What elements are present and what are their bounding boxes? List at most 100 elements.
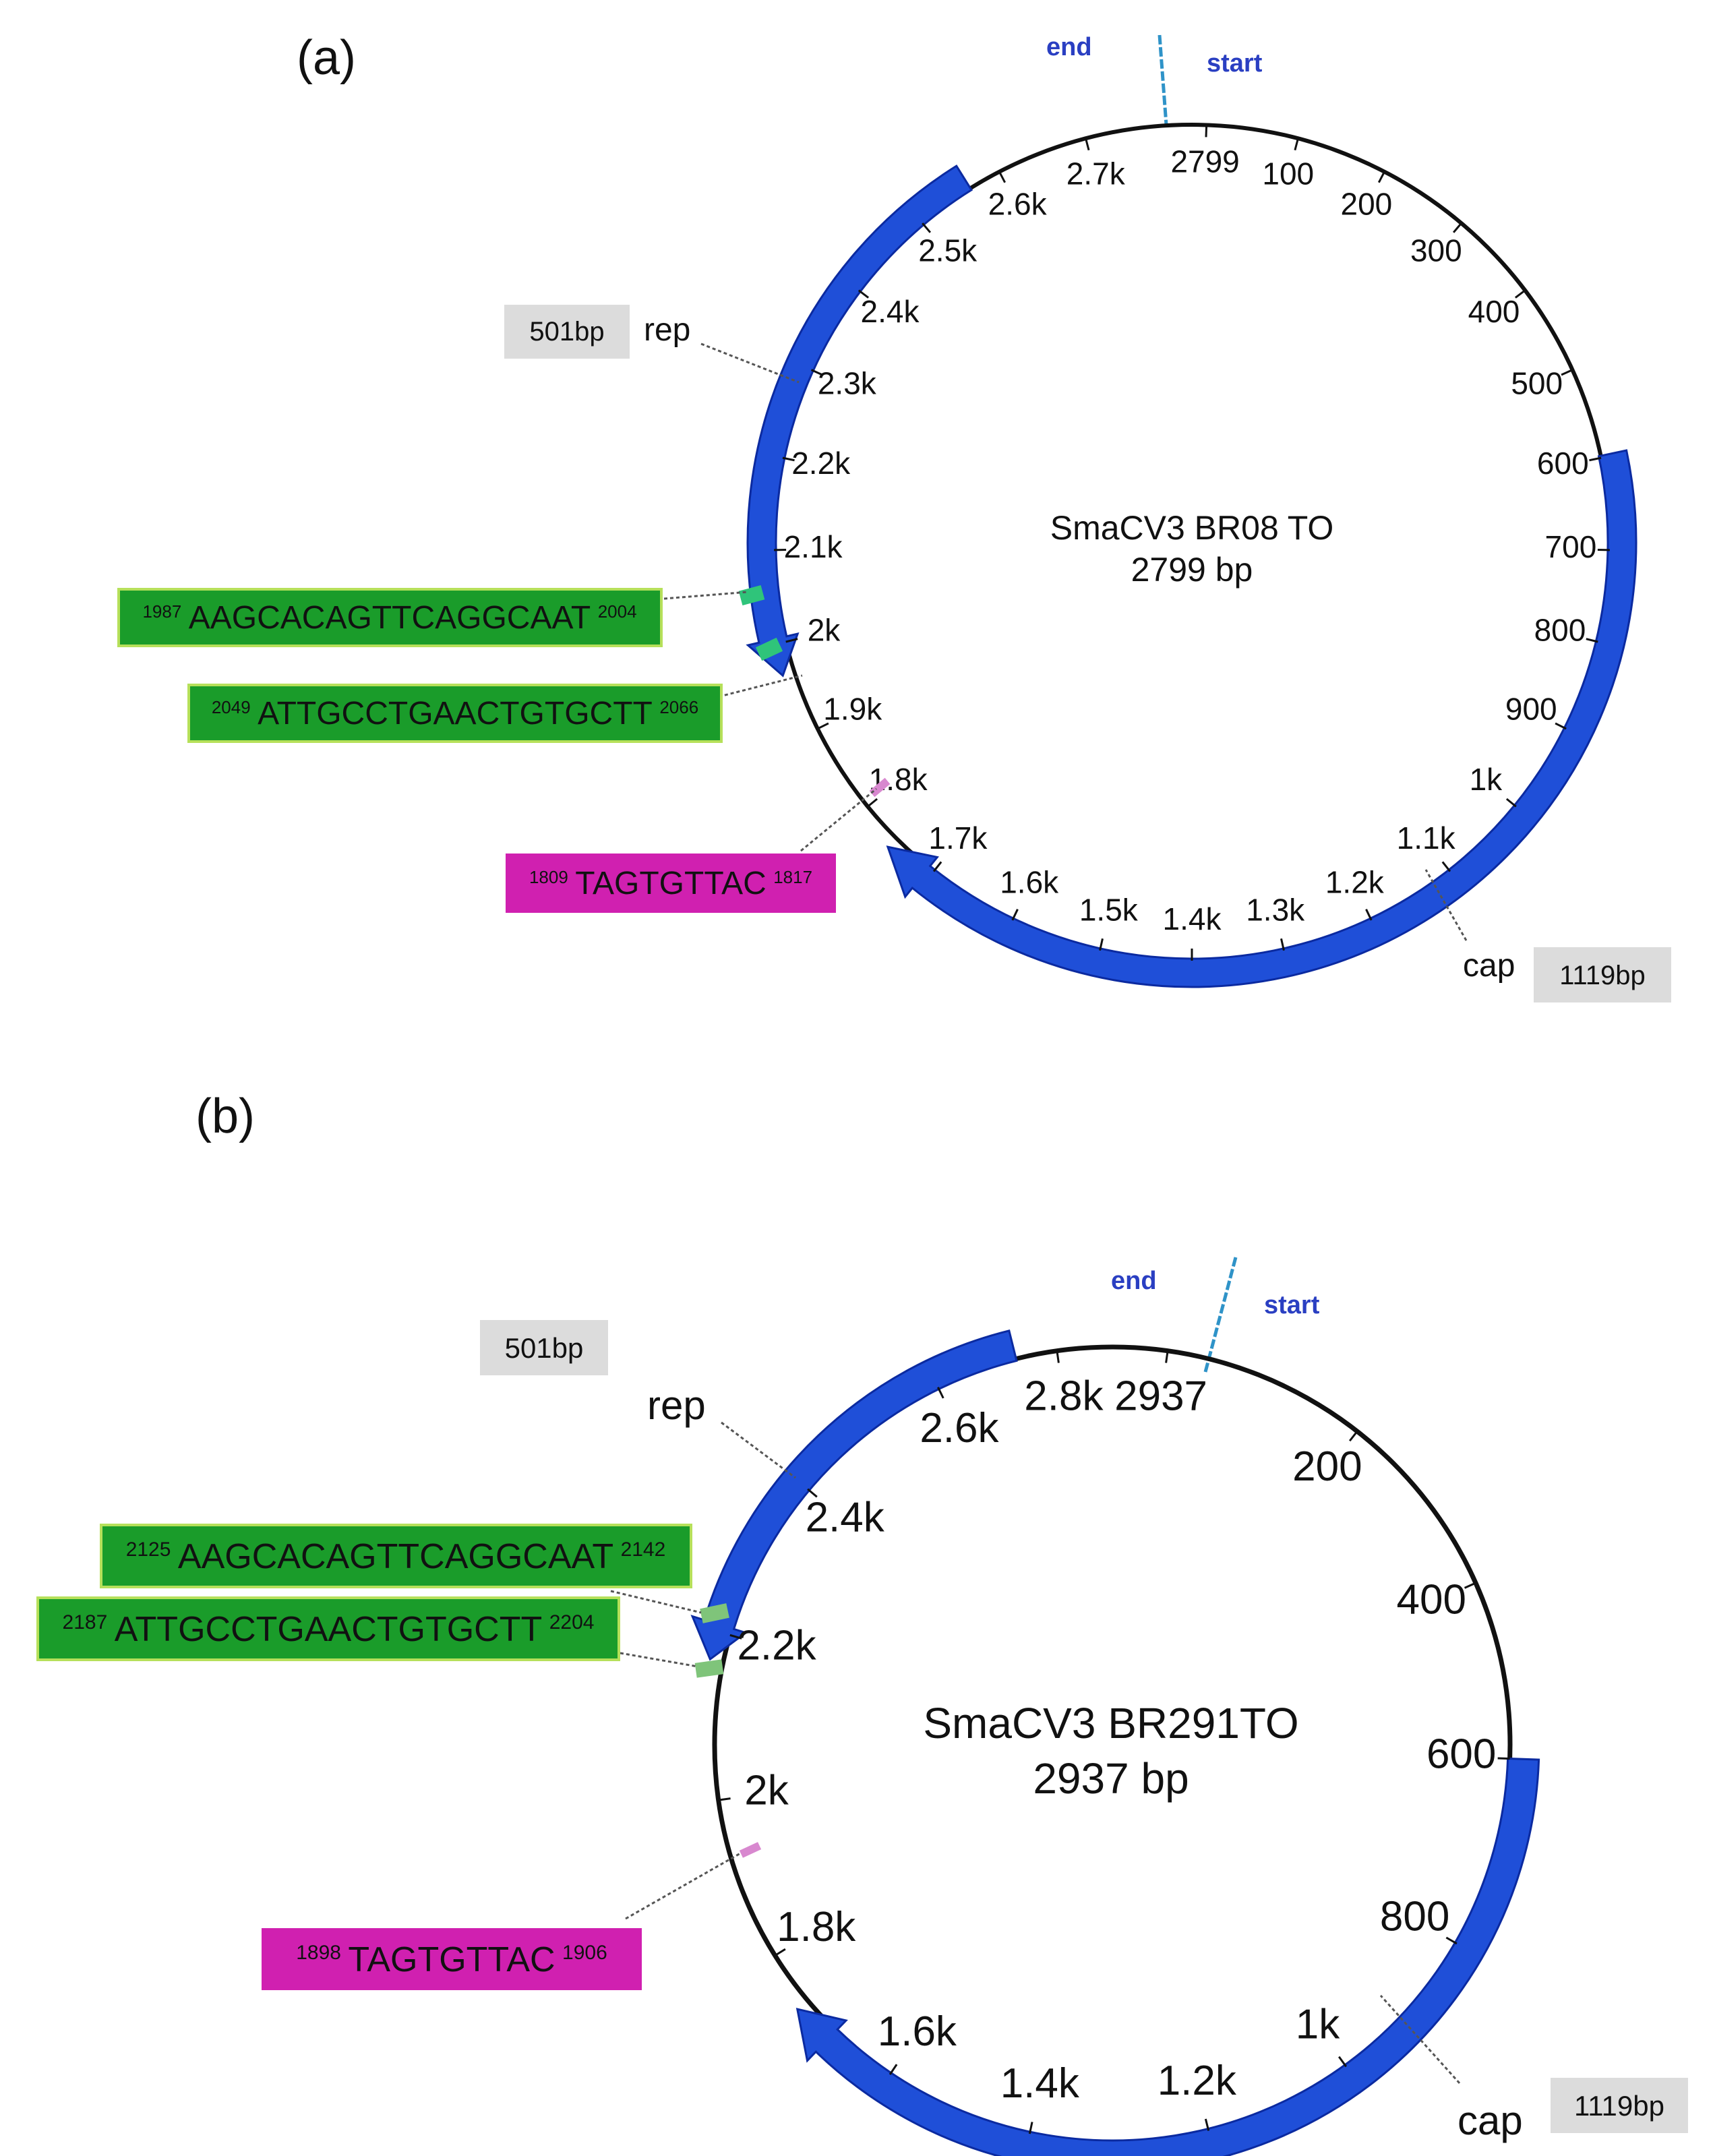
svg-text:2125 AAGCACAGTTCAGGCAA: 2125 AAGCACAGTTCAGGCAAT 2142 [126, 1537, 666, 1576]
tick-label: 200 [1341, 186, 1393, 221]
rep-size: 501bp [529, 317, 604, 347]
primer-box: 1809 TAGTGTTAC 1817 [506, 854, 836, 913]
cap-size: 1119bp [1559, 961, 1646, 990]
tick-mark [1011, 909, 1019, 921]
svg-text:1987 AAGCACAGTTCAGGCAA: 1987 AAGCACAGTTCAGGCAAT 2004 [142, 600, 636, 636]
tick-label: 100 [1262, 156, 1314, 191]
tick-label: 1.2k [1325, 865, 1385, 900]
tick-mark [937, 1387, 944, 1399]
plasmid-name: SmaCV3 BR291TO [923, 1699, 1298, 1747]
leader-line [800, 787, 877, 852]
tick-mark [1464, 1582, 1476, 1589]
end-label: end [1046, 33, 1092, 61]
cap-size-box [1534, 947, 1671, 1002]
svg-text:1898 TAGTGTTAC: 1898 TAGTGTTAC 1906 [296, 1940, 607, 1979]
tick-label: 1.3k [1246, 892, 1305, 927]
tick-label: 1.9k [823, 691, 882, 726]
rep-size-box [504, 305, 630, 359]
orf-arrows [690, 1329, 1540, 2156]
tick-label: 200 [1292, 1443, 1362, 1490]
tick-mark [1377, 171, 1385, 183]
orf-arrows [746, 164, 1637, 988]
tick-mark [1348, 1431, 1358, 1442]
leader-line [1379, 1994, 1461, 2085]
tick-label: 600 [1426, 1731, 1496, 1777]
svg-text:2187 ATTGCCTGAACTGTGCT: 2187 ATTGCCTGAACTGTGCTT 2204 [63, 1610, 595, 1649]
tick-mark [817, 722, 829, 730]
tick-label: 400 [1396, 1577, 1466, 1623]
tick-label: 1.6k [878, 2008, 957, 2055]
tick-label: 800 [1534, 612, 1586, 647]
tick-label: 400 [1468, 294, 1520, 329]
rep-size-box [480, 1320, 608, 1375]
tick-label: 2.2k [737, 1623, 816, 1669]
tick-mark [1497, 1757, 1510, 1760]
tick-mark [1028, 2122, 1033, 2134]
tick-mark [807, 1488, 818, 1498]
cap-label: cap [1457, 2098, 1523, 2143]
start-label: start [1264, 1291, 1320, 1319]
tick-mark [1099, 938, 1104, 951]
tick-mark [1441, 861, 1451, 872]
leader-line [1424, 869, 1468, 941]
leader-line [721, 1421, 796, 1479]
tick-mark [998, 171, 1006, 183]
plasmid-name: SmaCV3 BR08 TO [1050, 509, 1334, 547]
tick-mark [1280, 938, 1285, 951]
tick-label: 1.7k [928, 820, 988, 856]
end-label: end [1111, 1267, 1157, 1295]
tick-mark [1555, 722, 1567, 730]
tick-mark [1589, 456, 1602, 462]
tick-mark [810, 369, 823, 376]
tick-label: 700 [1545, 529, 1597, 564]
primer-box: 2049 ATTGCCTGAACTGTGCTT 2066 [187, 684, 723, 743]
rep-orf-arrow [746, 164, 973, 678]
tick-mark [1586, 638, 1598, 643]
tick-label: 1k [1296, 2001, 1340, 2047]
tick-mark [774, 1948, 786, 1956]
cap-label: cap [1463, 948, 1515, 984]
tick-label: 2.2k [791, 446, 851, 481]
plasmid-size: 2937 bp [1033, 1754, 1189, 1803]
tick-mark [782, 456, 795, 462]
tick-mark [1365, 909, 1373, 921]
rep-orf-arrow [690, 1329, 1018, 1661]
tick-mark [1505, 798, 1517, 808]
tick-label: 500 [1511, 366, 1563, 401]
tick-mark [1056, 1350, 1060, 1363]
tick-label: 2.8k [1024, 1373, 1104, 1419]
primer-marker [694, 1659, 724, 1678]
tick-mark [1294, 138, 1299, 151]
tick-mark [1205, 125, 1208, 138]
leader-line [700, 674, 803, 702]
tick-mark [867, 798, 878, 808]
tick-label: 800 [1380, 1893, 1449, 1940]
primer-marker [869, 777, 891, 798]
tick-label: 2.5k [918, 233, 978, 268]
tick-mark [1514, 289, 1526, 299]
tick-mark [1085, 138, 1090, 151]
tick-mark [1561, 369, 1573, 376]
tick-label: 1.4k [1000, 2060, 1080, 2107]
leader-line [700, 342, 800, 384]
leader-line [610, 1590, 702, 1614]
svg-text:1809 TAGTGTTAC: 1809 TAGTGTTAC 1817 [529, 866, 812, 901]
tick-label: 1.2k [1158, 2058, 1237, 2104]
start-end-line [1203, 1257, 1238, 1373]
tick-label: 900 [1505, 691, 1557, 726]
svg-text:2049 ATTGCCTGAACTGTGCT: 2049 ATTGCCTGAACTGTGCTT 2066 [212, 696, 698, 731]
primer-marker [700, 1603, 729, 1623]
tick-label: 2k [808, 612, 841, 647]
tick-label: 600 [1537, 446, 1589, 481]
tick-label: 1.5k [1079, 892, 1139, 927]
tick-label: 1k [1470, 762, 1503, 797]
primer-marker [738, 585, 765, 606]
rep-label: rep [647, 1383, 706, 1428]
cap-size: 1119bp [1574, 2090, 1664, 2122]
tick-label: 1.1k [1397, 820, 1456, 856]
tick-mark [1204, 2118, 1210, 2131]
